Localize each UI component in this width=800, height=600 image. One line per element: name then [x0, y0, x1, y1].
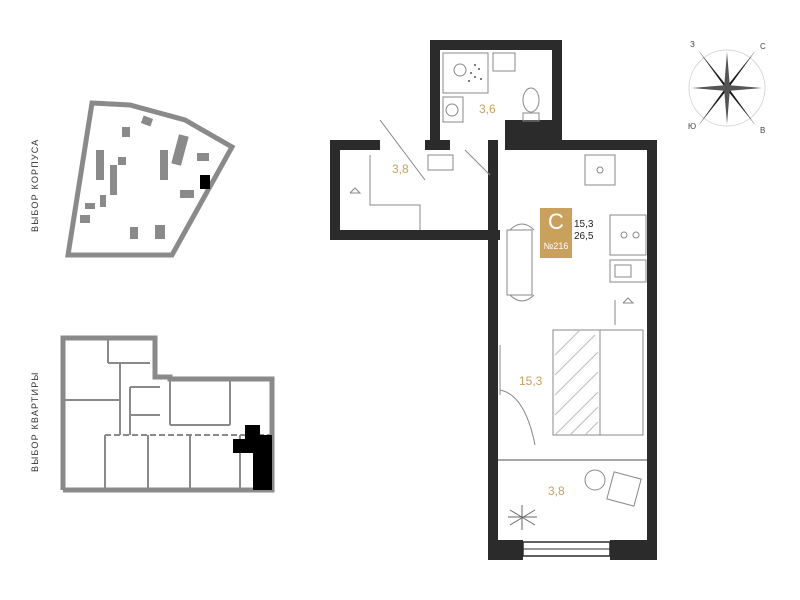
apartment-select-label: ВЫБОР КВАРТИРЫ	[30, 371, 40, 472]
building-select-label: ВЫБОР КОРПУСА	[30, 138, 40, 232]
main-room-area: 15,3	[519, 374, 543, 388]
compass-south: Ю	[688, 122, 697, 131]
compass-west: З	[690, 40, 695, 49]
apartment-type-letter: С	[548, 209, 564, 234]
bathroom-area: 3,6	[479, 102, 496, 116]
living-area-value: 15,3	[574, 219, 594, 230]
selected-apartment[interactable]	[233, 425, 272, 490]
compass-east: В	[760, 126, 766, 135]
hallway-area: 3,8	[392, 162, 409, 176]
compass-north: С	[760, 42, 766, 51]
balcony-area: 3,8	[548, 484, 565, 498]
building-site-map[interactable]	[60, 95, 240, 260]
apartment-floor-plan	[330, 40, 657, 560]
total-area-value: 26,5	[574, 231, 594, 242]
floor-map[interactable]	[60, 335, 280, 495]
apartment-areas: 15,3 26,5	[574, 219, 593, 243]
apartment-badge: С №216	[540, 208, 572, 258]
apartment-number: №216	[543, 241, 569, 251]
selected-building[interactable]	[200, 175, 210, 189]
site-boundary	[65, 100, 236, 258]
compass-rose-icon: С В Ю З	[684, 38, 770, 138]
